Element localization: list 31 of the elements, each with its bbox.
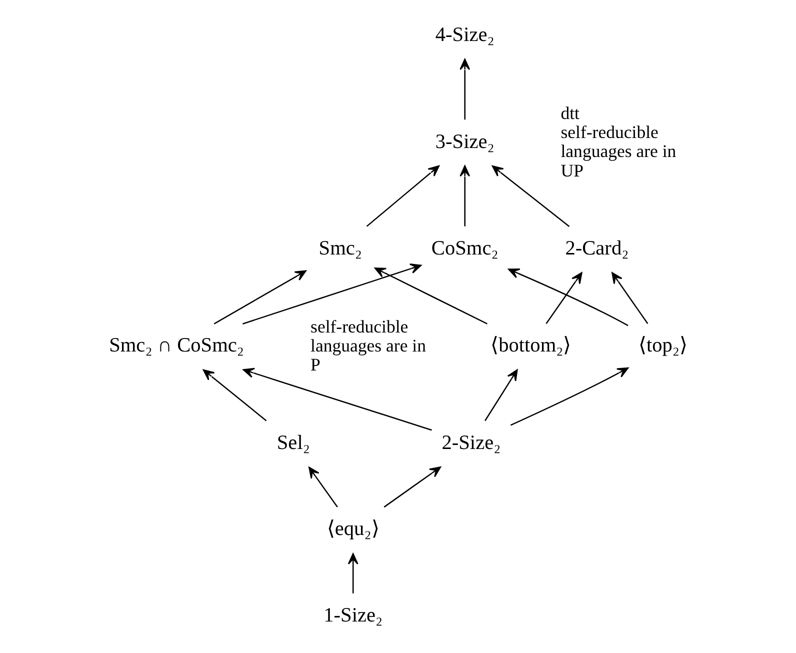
arrow (491, 165, 570, 228)
node-text: Smc₂ ∩ CoSmc₂ (108, 334, 244, 357)
node-text: 2-Card₂ (564, 237, 628, 260)
label: dtt self-reducible languages are in UP (560, 103, 676, 180)
label: self-reducible languages are in P (310, 316, 426, 375)
arrow (308, 466, 338, 508)
node-text: Smc₂ (318, 237, 362, 260)
arrow (383, 466, 441, 508)
node-text: ⟨bottom₂⟩ (490, 334, 571, 357)
arrow (347, 553, 358, 594)
arrow (242, 264, 422, 324)
arrow (611, 272, 648, 324)
arrow (366, 165, 440, 227)
node-text: 4-Size₂ (434, 24, 494, 46)
node-text: 3-Size₂ (434, 130, 494, 153)
node-text: ⟨equ₂⟩ (326, 518, 379, 540)
arrow (374, 268, 487, 324)
arrow (484, 369, 518, 422)
arrow (459, 165, 470, 226)
node-text: Sel₂ (276, 432, 310, 454)
arrow (213, 270, 306, 324)
node-text: 1-Size₂ (323, 604, 382, 627)
node-text: ⟨top₂⟩ (638, 334, 688, 357)
arrow (242, 368, 432, 431)
arrow (459, 58, 470, 120)
node-text: CoSmc₂ (430, 237, 498, 260)
arrow (510, 367, 628, 426)
arrow (545, 272, 582, 324)
node-text: 2-Size₂ (441, 432, 500, 454)
arrow (202, 369, 266, 422)
arrow (508, 268, 628, 326)
